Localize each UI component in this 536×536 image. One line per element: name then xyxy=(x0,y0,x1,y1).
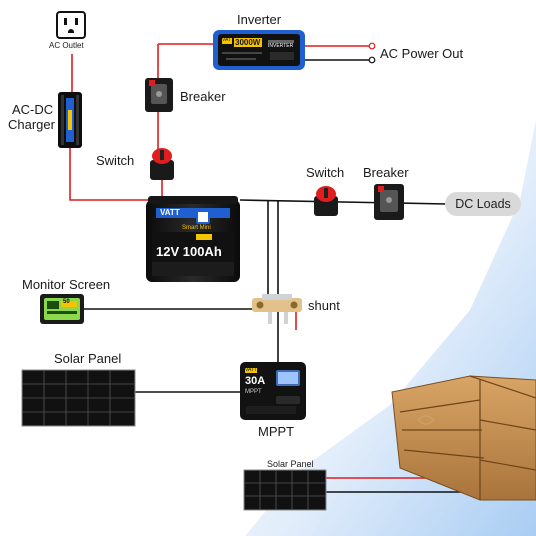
inverter-label: Inverter xyxy=(237,12,282,27)
mppt-label: MPPT xyxy=(258,424,295,439)
ac-dc-charger-label-line1: AC-DC xyxy=(12,102,54,117)
switch-right-label: Switch xyxy=(306,165,345,180)
ac-dc-charger xyxy=(58,92,82,148)
mppt-device xyxy=(240,362,306,420)
ac-power-out-label: AC Power Out xyxy=(380,46,464,61)
breaker-right-label: Breaker xyxy=(363,165,409,180)
switch-left-icon xyxy=(150,148,174,180)
shunt-device xyxy=(252,294,302,324)
solar-panel-small xyxy=(243,469,327,511)
solar-panel-left-label: Solar Panel xyxy=(54,351,122,366)
monitor-screen-device xyxy=(40,294,84,324)
battery-series-text: Smart Mini xyxy=(182,225,211,231)
mppt-rating-text: 30A xyxy=(245,375,266,387)
shunt-label: shunt xyxy=(308,298,340,313)
battery-device xyxy=(146,196,240,282)
battery-spec-text: 12V 100Ah xyxy=(156,244,222,259)
monitor-reading-text: 50 xyxy=(63,299,70,305)
mppt-brand-text: VATT xyxy=(245,367,258,373)
positive-wires xyxy=(69,43,536,479)
inverter-brand-text: VATT xyxy=(222,37,235,43)
inverter-rating-text: 3000W xyxy=(235,38,261,47)
ac-outlet-label: AC Outlet xyxy=(49,41,84,50)
ac-dc-charger-label-line2: Charger xyxy=(8,117,55,132)
mppt-type-text: MPPT xyxy=(245,389,262,395)
monitor-screen-label: Monitor Screen xyxy=(22,277,111,292)
wooden-crate xyxy=(391,375,536,501)
inverter-type-text: INVERTER xyxy=(268,43,294,49)
solar-panel-left xyxy=(21,369,136,427)
ac-outlet-icon xyxy=(56,11,86,39)
ac-out-terminal-1 xyxy=(368,42,376,50)
inverter-device xyxy=(213,30,305,70)
switch-right-icon xyxy=(314,186,338,216)
ac-out-terminal-2 xyxy=(368,56,376,64)
dc-loads-label: DC Loads xyxy=(445,192,521,216)
breaker-right-icon xyxy=(374,184,404,220)
switch-left-label: Switch xyxy=(96,153,135,168)
solar-panel-small-label: Solar Panel xyxy=(267,459,314,469)
breaker-top-icon xyxy=(145,78,173,112)
breaker-top-label: Breaker xyxy=(180,89,226,104)
battery-brand-text: VATT xyxy=(160,208,180,217)
